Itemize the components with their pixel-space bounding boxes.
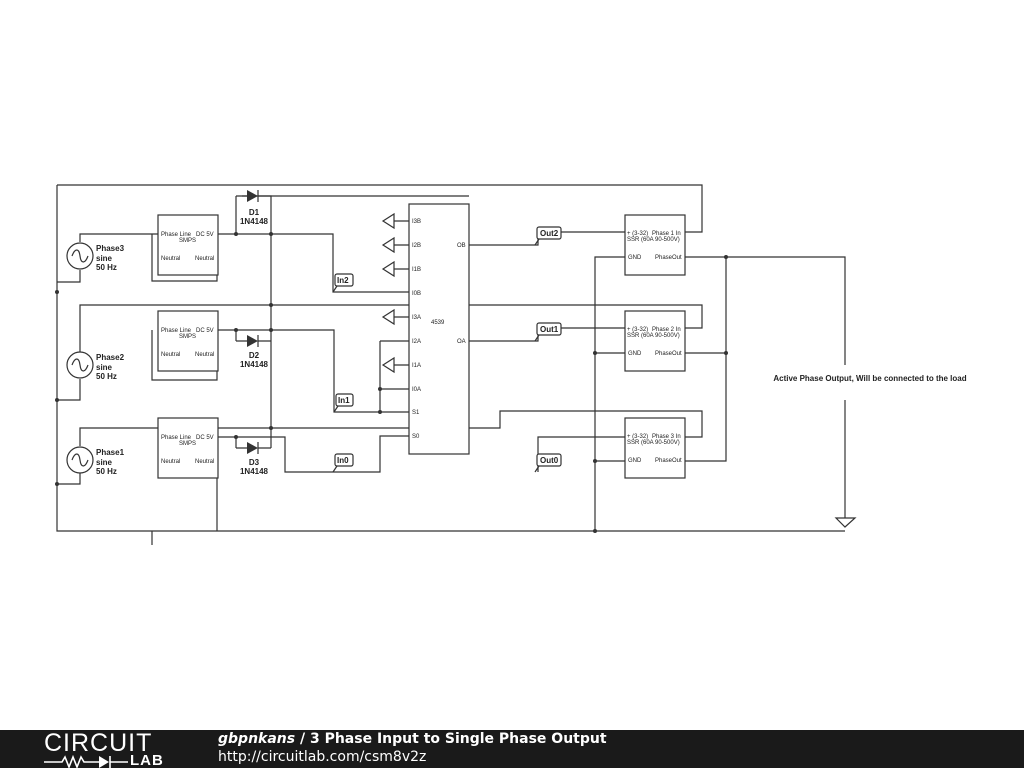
smps-block-1: Phase Line DC 5V SMPS Neutral Neutral [157, 214, 219, 276]
mux-pin: I3B [412, 219, 421, 225]
net-tag-in0: In0 [332, 453, 354, 473]
logo-resistor-diode-icon [44, 755, 128, 769]
ssr-pin-plus: + (3-32) [627, 434, 648, 440]
circuit-title: 3 Phase Input to Single Phase Output [309, 731, 607, 747]
net-tag-label: Out0 [540, 456, 559, 465]
smps-pin-neutral: Neutral [195, 459, 214, 465]
smps-pin-phase-line: Phase Line [161, 328, 192, 334]
diode-d3: D3 1N4148 [236, 442, 271, 476]
ssr-pin-plus: + (3-32) [627, 231, 648, 237]
diode-ref: D3 [249, 458, 260, 467]
ssr-pin-phase-in: Phase 2 In [652, 327, 681, 333]
smps-pin-dc5v: DC 5V [196, 328, 214, 334]
net-tag-out0: Out0 [534, 453, 562, 473]
ssr-pin-plus: + (3-32) [627, 327, 648, 333]
mux-pin: I3A [412, 315, 421, 321]
diode-ref: D1 [249, 208, 260, 217]
smps-pin-dc5v: DC 5V [196, 435, 214, 441]
net-tag-out2: Out2 [534, 226, 562, 246]
title-separator: / [295, 731, 310, 747]
ssr-pin-gnd: GND [628, 351, 642, 357]
mux-4539: I3B I2B I1B I0B I3A I2A I1A I0A S1 S0 OB… [408, 203, 470, 455]
author-username[interactable]: gbpnkans [218, 731, 296, 747]
logo-text-lab: LAB [130, 752, 164, 769]
net-tag-label: Out2 [540, 229, 559, 238]
ssr-label: SSR (60A 90-500V) [627, 333, 680, 339]
source-phase2: Phase2 sine 50 Hz [66, 351, 125, 381]
net-tag-label: In0 [337, 456, 349, 465]
diode-part: 1N4148 [240, 217, 269, 226]
mux-part: 4539 [431, 320, 445, 326]
smps-pin-neutral: Neutral [195, 256, 214, 262]
net-tag-label: In1 [338, 396, 350, 405]
source-name: Phase2 [96, 353, 125, 362]
ssr-pin-phase-out: PhaseOut [655, 255, 682, 261]
schematic-canvas: Phase3 sine 50 Hz Phase2 sine 50 Hz Phas… [55, 184, 967, 545]
smps-block-2: Phase Line DC 5V SMPS Neutral Neutral [157, 310, 219, 372]
ssr-pin-phase-in: Phase 3 In [652, 434, 681, 440]
net-tag-label: Out1 [540, 325, 559, 334]
ssr-block-3: + (3-32) Phase 3 In SSR (60A 90-500V) GN… [624, 417, 686, 479]
net-tag-label: In2 [337, 276, 349, 285]
net-tag-in2: In2 [332, 273, 354, 293]
circuitlab-logo[interactable]: CIRCUIT LAB [44, 729, 163, 769]
load-annotation: Active Phase Output, Will be connected t… [773, 374, 966, 383]
smps-pin-phase-line: Phase Line [161, 232, 192, 238]
ssr-pin-gnd: GND [628, 255, 642, 261]
smps-label: SMPS [179, 441, 196, 447]
diode-part: 1N4148 [240, 467, 269, 476]
ssr-pin-phase-in: Phase 1 In [652, 231, 681, 237]
ssr-pin-gnd: GND [628, 458, 642, 464]
source-frequency: 50 Hz [96, 372, 117, 381]
source-phase3: Phase3 sine 50 Hz [66, 242, 125, 272]
smps-pin-neutral: Neutral [195, 352, 214, 358]
ssr-label: SSR (60A 90-500V) [627, 237, 680, 243]
smps-label: SMPS [179, 238, 196, 244]
diode-d1: D1 1N4148 [240, 190, 269, 226]
source-waveform: sine [96, 254, 113, 263]
smps-label: SMPS [179, 334, 196, 340]
source-name: Phase1 [96, 448, 125, 457]
mux-pin: I2B [412, 243, 421, 249]
mux-pin: S1 [412, 410, 420, 416]
circuit-title-line: gbpnkans / 3 Phase Input to Single Phase… [218, 731, 607, 747]
source-waveform: sine [96, 458, 113, 467]
smps-block-3: Phase Line DC 5V SMPS Neutral Neutral [157, 417, 219, 479]
mux-pin: S0 [412, 434, 420, 440]
mux-pin: I1A [412, 363, 421, 369]
mux-pin: OA [457, 339, 466, 345]
source-frequency: 50 Hz [96, 467, 117, 476]
logo-text-circuit: CIRCUIT [44, 729, 153, 757]
circuit-url[interactable]: http://circuitlab.com/csm8v2z [218, 749, 427, 765]
ground-symbol [834, 517, 857, 528]
source-frequency: 50 Hz [96, 263, 117, 272]
source-waveform: sine [96, 363, 113, 372]
mux-pin: OB [457, 243, 466, 249]
mux-pin: I2A [412, 339, 421, 345]
smps-pin-phase-line: Phase Line [161, 435, 192, 441]
net-tag-in1: In1 [333, 393, 354, 413]
ssr-label: SSR (60A 90-500V) [627, 440, 680, 446]
ssr-pin-phase-out: PhaseOut [655, 458, 682, 464]
source-phase1: Phase1 sine 50 Hz [66, 446, 125, 476]
mux-pin: I1B [412, 267, 421, 273]
ssr-block-2: + (3-32) Phase 2 In SSR (60A 90-500V) GN… [624, 310, 686, 372]
mux-pin: I0B [412, 291, 421, 297]
junctions [55, 232, 728, 533]
smps-pin-neutral: Neutral [161, 256, 180, 262]
net-tag-out1: Out1 [534, 322, 562, 342]
smps-pin-dc5v: DC 5V [196, 232, 214, 238]
mux-pin: I0A [412, 387, 421, 393]
ssr-block-1: + (3-32) Phase 1 In SSR (60A 90-500V) GN… [624, 214, 686, 276]
smps-pin-neutral: Neutral [161, 352, 180, 358]
source-name: Phase3 [96, 244, 125, 253]
diode-part: 1N4148 [240, 360, 269, 369]
mux-input-markers [381, 212, 395, 374]
footer-bar: CIRCUIT LAB gbpnkans / 3 Phase Input to … [0, 729, 1024, 769]
diode-ref: D2 [249, 351, 260, 360]
smps-pin-neutral: Neutral [161, 459, 180, 465]
diode-d2: D2 1N4148 [236, 335, 271, 369]
ssr-pin-phase-out: PhaseOut [655, 351, 682, 357]
